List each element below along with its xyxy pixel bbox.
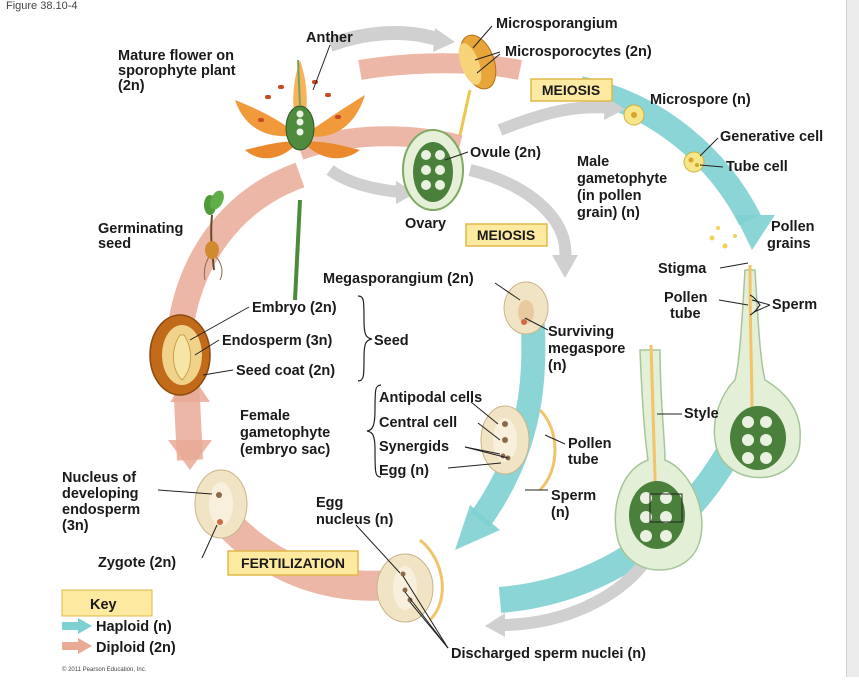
legend-haploid-arrow — [62, 618, 92, 634]
nucleus-endosperm-label-1: Nucleus of — [62, 470, 136, 486]
style-label: Style — [684, 406, 719, 422]
surviving-megaspore-label-1: Surviving — [548, 324, 614, 340]
antipodal-cells-label: Antipodal cells — [379, 390, 482, 406]
nucleus-endosperm-label-2: developing — [62, 486, 139, 502]
sperm-mid-label-2: (n) — [551, 505, 570, 521]
zygote-illustration — [195, 470, 247, 538]
legend-title: Key — [90, 597, 117, 613]
nucleus-endosperm-label-4: (3n) — [62, 518, 89, 534]
seed-label: Seed — [374, 333, 409, 349]
fertilization-ovule-illustration — [377, 540, 442, 622]
megasporangium-label: Megasporangium (2n) — [323, 271, 474, 287]
meiosis-mid-box: MEIOSIS — [466, 224, 547, 246]
meiosis-top-label: MEIOSIS — [542, 82, 600, 98]
legend: Key Haploid (n) Diploid (2n) © 2011 Pear… — [62, 590, 176, 673]
pollen-tube-right-label-1: Pollen — [664, 290, 708, 306]
microsporangium-illustration — [453, 30, 502, 135]
pollen-tube-mid-label-1: Pollen — [568, 436, 612, 452]
fertilization-label: FERTILIZATION — [241, 555, 345, 571]
surviving-megaspore-label-3: (n) — [548, 358, 567, 374]
germinating-seed-label-1: Germinating — [98, 221, 183, 237]
female-gametophyte-label-1: Female — [240, 408, 290, 424]
generative-cell-label: Generative cell — [720, 129, 823, 145]
sperm-mid-label-1: Sperm — [551, 488, 596, 504]
zygote-label: Zygote (2n) — [98, 555, 176, 571]
male-gametophyte-label-3: (in pollen — [577, 188, 641, 204]
fertilization-box: FERTILIZATION — [228, 551, 358, 575]
legend-diploid-arrow — [62, 638, 92, 654]
microspore-label: Microspore (n) — [650, 92, 751, 108]
central-cell-label: Central cell — [379, 415, 457, 431]
microsporocytes-label: Microsporocytes (2n) — [505, 44, 652, 60]
male-gametophyte-label-4: grain) (n) — [577, 205, 640, 221]
female-gametophyte-label-2: gametophyte — [240, 425, 330, 441]
egg-label: Egg (n) — [379, 463, 429, 479]
male-gametophyte-label-1: Male — [577, 154, 609, 170]
legend-haploid-label: Haploid (n) — [96, 619, 172, 635]
surviving-megaspore-label-2: megaspore — [548, 341, 625, 357]
tube-cell-label: Tube cell — [726, 159, 788, 175]
legend-diploid-label: Diploid (2n) — [96, 640, 176, 656]
seed-illustration — [150, 315, 210, 395]
pollen-grains-label-2: grains — [767, 236, 811, 252]
male-gametophyte-label-2: gametophyte — [577, 171, 667, 187]
pollen-tube-right-label-2: tube — [670, 306, 701, 322]
sperm-right-label: Sperm — [772, 297, 817, 313]
female-gametophyte-label-3: (embryo sac) — [240, 442, 330, 458]
pollen-grains-label-1: Pollen — [771, 219, 815, 235]
ovary-illustration — [403, 130, 463, 210]
egg-nucleus-label-2: nucleus (n) — [316, 512, 394, 528]
stigma-label: Stigma — [658, 261, 707, 277]
egg-nucleus-label-1: Egg — [316, 495, 343, 511]
vertical-scrollbar[interactable] — [846, 0, 859, 677]
ovary-label: Ovary — [405, 216, 446, 232]
anther-label: Anther — [306, 30, 353, 46]
microsporangium-label: Microsporangium — [496, 16, 618, 32]
embryo-label: Embryo (2n) — [252, 300, 337, 316]
pollen-tube-mid-label-2: tube — [568, 452, 599, 468]
mature-flower-label-1: Mature flower on — [118, 48, 234, 64]
meiosis-top-box: MEIOSIS — [531, 79, 612, 101]
synergids-label: Synergids — [379, 439, 449, 455]
nucleus-endosperm-label-3: endosperm — [62, 502, 140, 518]
seed-coat-label: Seed coat (2n) — [236, 363, 335, 379]
meiosis-mid-label: MEIOSIS — [477, 227, 535, 243]
mature-flower-label-2: sporophyte plant — [118, 63, 236, 79]
carpel-center-illustration — [615, 345, 702, 570]
figure-label: Figure 38.10-4 — [6, 0, 78, 12]
endosperm-label: Endosperm (3n) — [222, 333, 333, 349]
mature-flower-label-3: (2n) — [118, 78, 145, 94]
germinating-seed-label-2: seed — [98, 236, 131, 252]
ovule-label: Ovule (2n) — [470, 145, 541, 161]
copyright-text: © 2011 Pearson Education, Inc. — [62, 666, 147, 673]
discharged-sperm-label: Discharged sperm nuclei (n) — [451, 646, 646, 662]
